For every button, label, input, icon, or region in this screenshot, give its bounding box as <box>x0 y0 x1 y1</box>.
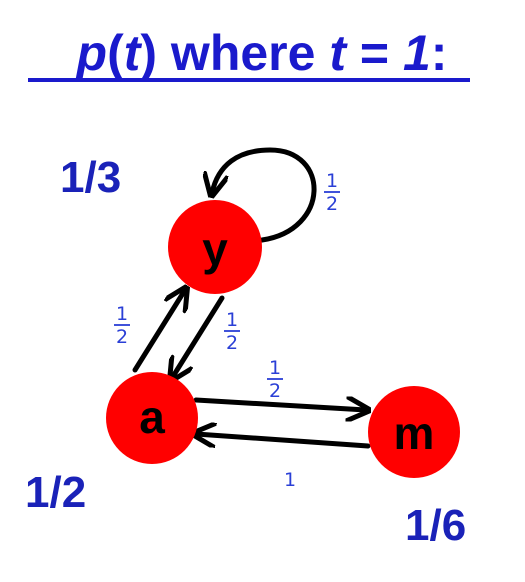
edge-weights: 1 2 1 2 1 2 1 2 1 <box>114 170 340 491</box>
prob-m: 1/6 <box>405 501 466 550</box>
weight-y-self-den: 2 <box>326 193 338 215</box>
title: p(t) where t = 1: <box>75 25 448 81</box>
edges <box>132 147 371 449</box>
title-t-2: t <box>329 25 348 81</box>
node-m: m <box>368 386 460 478</box>
edge-a-to-m <box>193 400 366 410</box>
nodes: y a m <box>106 200 460 478</box>
title-colon: : <box>431 25 448 81</box>
title-t: t <box>124 25 143 81</box>
weight-y-to-a-den: 2 <box>226 332 238 354</box>
weight-y-self-num: 1 <box>326 170 338 192</box>
title-p: p <box>75 25 108 81</box>
node-y: y <box>168 200 262 294</box>
weight-a-to-m-num: 1 <box>269 357 281 379</box>
node-a: a <box>106 372 198 464</box>
node-y-circle <box>168 200 262 294</box>
weight-a-to-y: 1 2 <box>114 303 130 348</box>
node-m-circle <box>368 386 460 478</box>
node-a-label: a <box>139 391 165 443</box>
weight-y-to-a: 1 2 <box>224 309 240 354</box>
weight-a-to-m-den: 2 <box>269 380 281 402</box>
title-open-paren: ( <box>107 25 124 81</box>
prob-a: 1/2 <box>25 468 86 517</box>
weight-m-to-a-value: 1 <box>284 469 296 491</box>
title-where: ) where <box>140 25 329 81</box>
prob-y: 1/3 <box>60 153 121 202</box>
title-one: 1 <box>403 25 431 81</box>
weight-y-self: 1 2 <box>324 170 340 215</box>
edge-m-to-a <box>196 434 371 449</box>
weight-m-to-a: 1 <box>284 469 296 491</box>
edge-y-to-a <box>172 295 225 378</box>
weight-a-to-m: 1 2 <box>267 357 283 402</box>
node-y-label: y <box>202 223 228 275</box>
edge-y-self-loop <box>212 147 317 243</box>
probabilities: 1/3 1/2 1/6 <box>25 153 466 550</box>
weight-a-to-y-den: 2 <box>116 326 128 348</box>
node-m-label: m <box>394 407 435 459</box>
weight-a-to-y-num: 1 <box>116 303 128 325</box>
title-equals: = <box>346 25 403 81</box>
node-a-circle <box>106 372 198 464</box>
weight-y-to-a-num: 1 <box>226 309 238 331</box>
edge-a-to-y <box>132 290 185 373</box>
